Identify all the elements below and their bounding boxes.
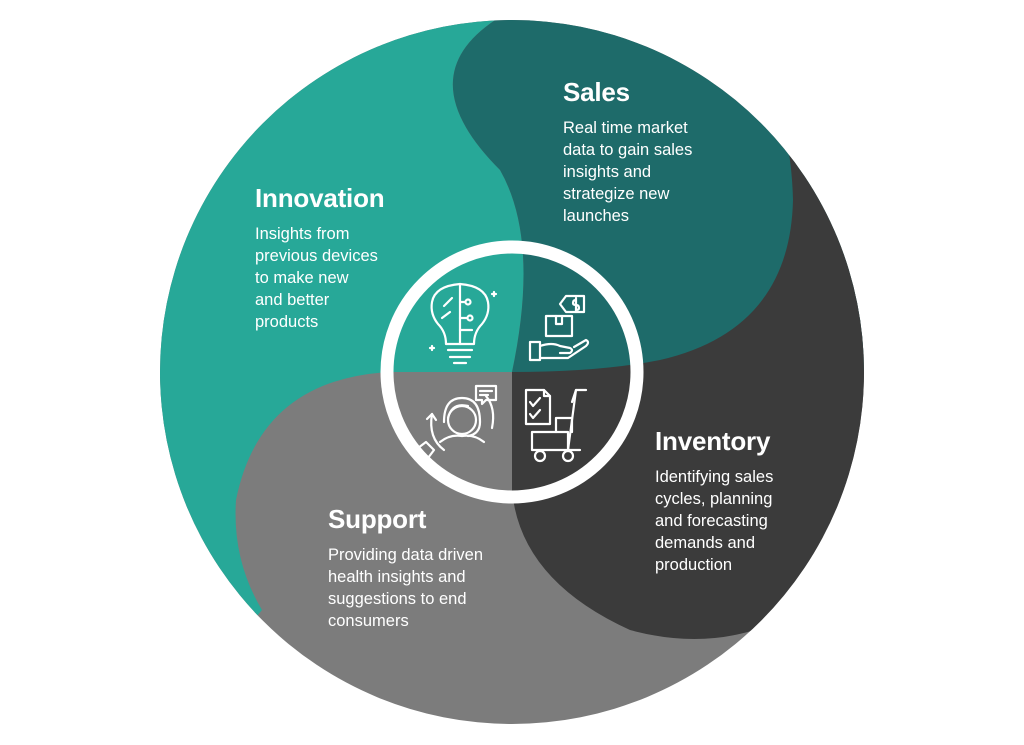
checklist-handcart-icon (524, 388, 588, 463)
inventory-segment (512, 20, 864, 639)
inventory-block: Inventory Identifying sales cycles, plan… (655, 426, 885, 576)
support-description: Providing data driven health insights an… (328, 546, 484, 630)
customer-support-icon (416, 384, 498, 460)
inventory-title: Inventory (655, 426, 771, 456)
price-tag-hand-icon (528, 294, 590, 362)
innovation-block: Innovation Insights from previous device… (255, 183, 485, 333)
innovation-description: Insights from previous devices to make n… (255, 225, 378, 331)
sales-block: Sales Real time market data to gain sale… (563, 77, 793, 227)
innovation-segment (160, 20, 524, 724)
lightbulb-circuit-icon (428, 282, 498, 365)
center-ring (380, 240, 644, 504)
sales-title: Sales (563, 77, 630, 107)
innovation-title: Innovation (255, 183, 385, 213)
inventory-description: Identifying sales cycles, planning and f… (655, 468, 774, 574)
support-title: Support (328, 504, 427, 534)
sales-description: Real time market data to gain sales insi… (563, 119, 693, 225)
support-block: Support Providing data driven health ins… (328, 504, 568, 632)
